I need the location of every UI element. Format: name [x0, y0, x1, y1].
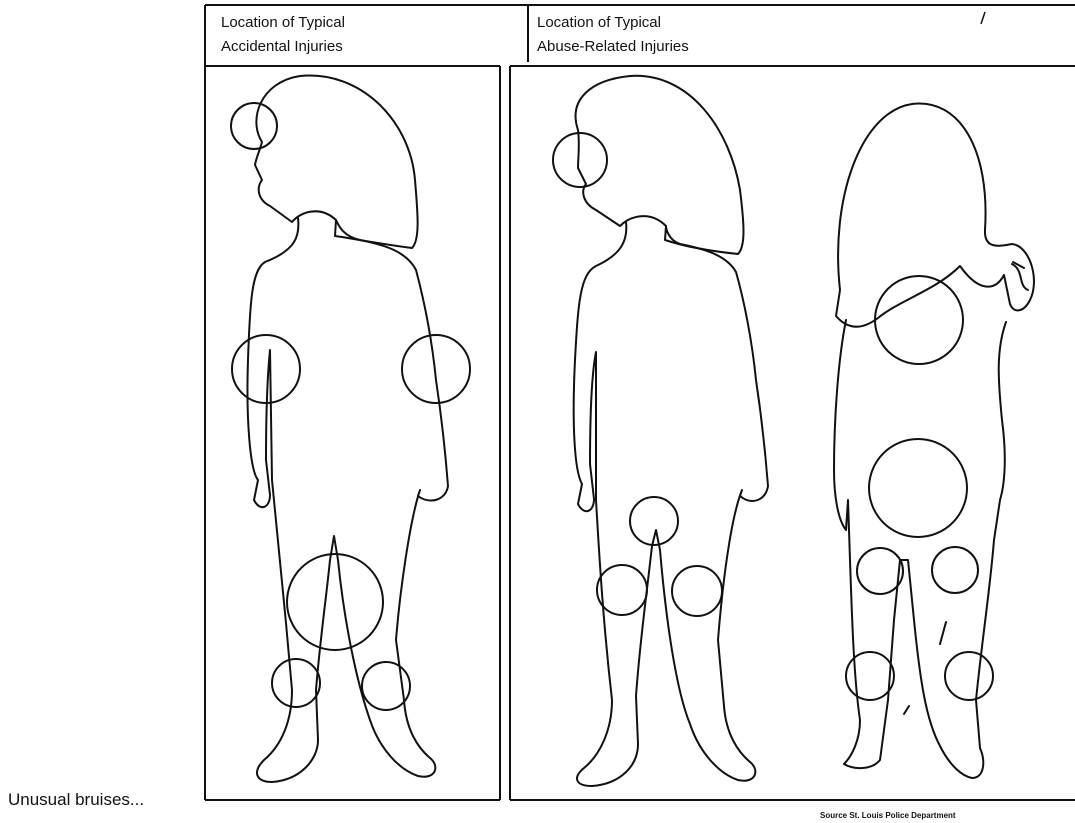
marker-elbow-back: [402, 335, 470, 403]
marker-cheek: [553, 133, 607, 187]
caption: Unusual bruises...: [8, 790, 144, 810]
marker-back-thigh-right: [932, 547, 978, 593]
marker-back-knee-right: [945, 652, 993, 700]
source-note: Source St. Louis Police Department: [820, 811, 956, 820]
marker-knee-front: [272, 659, 320, 707]
abuse-title-line1: Location of Typical: [537, 14, 661, 31]
figure-abuse-back: [834, 104, 1034, 778]
marker-shin-upper: [287, 554, 383, 650]
marker-buttocks: [869, 439, 967, 537]
marker-elbow-front: [232, 335, 300, 403]
accidental-title-line2: Accidental Injuries: [221, 38, 343, 55]
marker-back-knee-left: [846, 652, 894, 700]
abuse-title-line2: Abuse-Related Injuries: [537, 38, 689, 55]
accidental-title-line1: Location of Typical: [221, 14, 345, 31]
marker-back-thigh-left: [857, 548, 903, 594]
marker-thigh-front: [597, 565, 647, 615]
figure-abuse-side: [553, 76, 768, 786]
marker-upper-back: [875, 276, 963, 364]
marker-forehead: [231, 103, 277, 149]
marker-thigh-back: [672, 566, 722, 616]
figure-accidental-side: [231, 76, 470, 782]
